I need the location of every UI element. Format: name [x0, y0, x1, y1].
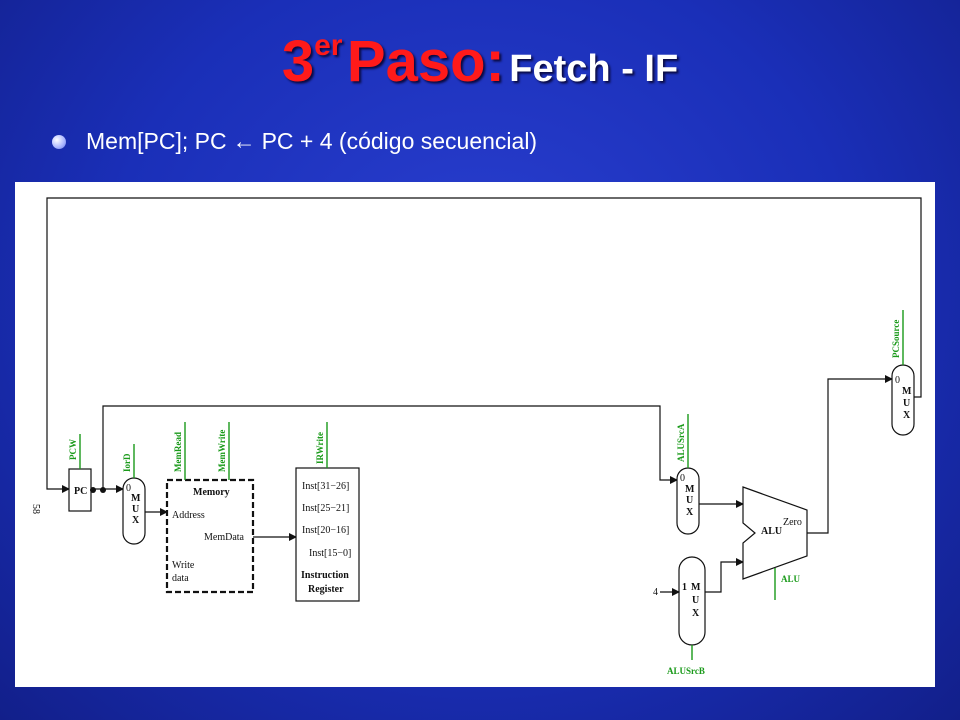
- alusrca-mux-m: M: [685, 484, 695, 495]
- pcsource-mux-m: M: [902, 386, 912, 397]
- constant-four-label: 4: [653, 587, 658, 598]
- alusrcb-signal-label: ALUSrcB: [667, 666, 705, 676]
- iord-mux-u: U: [132, 504, 139, 515]
- title-paso: Paso:: [346, 29, 505, 94]
- memory-address-port: Address: [172, 510, 205, 521]
- pcsource-signal-label: PCSource: [891, 320, 901, 358]
- datapath-diagram: 58 PC PCW 0 M U X IorD Memory Address Me…: [15, 182, 935, 687]
- memory-title: Memory: [193, 487, 230, 498]
- alusrca-signal-label: ALUSrcA: [676, 423, 686, 462]
- ir-field-20-16: Inst[20−16]: [302, 525, 349, 536]
- pcw-signal-label: PCW: [68, 439, 78, 460]
- page-number: 58: [30, 504, 41, 514]
- alusrcb-mux-input-1: 1: [682, 582, 687, 593]
- alusrcb-to-alu-wire: [705, 558, 744, 593]
- pc-label: PC: [74, 486, 87, 497]
- ir-field-31-26: Inst[31−26]: [302, 481, 349, 492]
- pcsource-mux-u: U: [903, 398, 910, 409]
- alu-control-label: ALU: [781, 574, 801, 584]
- ir-field-15-0: Inst[15−0]: [309, 548, 351, 559]
- title-subtitle: Fetch - IF: [509, 48, 679, 90]
- bullet-item: Mem[PC]; PC ← PC + 4 (código secuencial): [52, 128, 537, 155]
- memory-data-port: data: [172, 573, 189, 584]
- iord-signal-label: IorD: [122, 453, 132, 472]
- memory-write-port: Write: [172, 560, 195, 571]
- pcsource-feedback-wire: [46, 197, 922, 493]
- slide-title: 3er Paso: Fetch - IF: [0, 28, 960, 95]
- bullet-dot-icon: [52, 134, 66, 149]
- memwrite-signal-label: MemWrite: [217, 430, 227, 472]
- title-step-suffix: er: [314, 29, 343, 62]
- alusrca-mux-input-0: 0: [680, 473, 685, 484]
- pcsource-mux-x: X: [903, 410, 911, 421]
- alu-zero-output: Zero: [783, 517, 802, 528]
- iord-mux-m: M: [131, 493, 141, 504]
- alusrcb-mux-m: M: [691, 582, 701, 593]
- bullet-text-right: PC + 4 (código secuencial): [261, 128, 538, 154]
- alusrca-mux-u: U: [686, 495, 693, 506]
- irwrite-signal-label: IRWrite: [315, 432, 325, 464]
- title-step-number: 3: [281, 29, 315, 94]
- ir-title-line2: Register: [308, 584, 344, 595]
- bullet-text-left: Mem[PC]; PC: [86, 128, 227, 154]
- memread-signal-label: MemRead: [173, 432, 183, 472]
- alu-unit: [742, 486, 808, 580]
- pc-to-alusrca-wire: [102, 405, 678, 490]
- ir-title-line1: Instruction: [301, 570, 349, 581]
- alusrcb-mux-x: X: [692, 608, 700, 619]
- alusrca-mux-x: X: [686, 507, 694, 518]
- alu-result-wire: [807, 375, 893, 534]
- pc-junction-1: [90, 487, 96, 493]
- ir-field-25-21: Inst[25−21]: [302, 503, 349, 514]
- left-arrow-icon: ←: [232, 128, 256, 154]
- pcsource-mux-input-0: 0: [895, 375, 900, 386]
- alusrcb-mux-u: U: [692, 595, 699, 606]
- alu-label: ALU: [761, 526, 782, 537]
- iord-mux-input-0: 0: [126, 483, 131, 494]
- memory-memdata-port: MemData: [204, 532, 245, 543]
- iord-mux-x: X: [132, 515, 140, 526]
- memory-block: [165, 478, 255, 594]
